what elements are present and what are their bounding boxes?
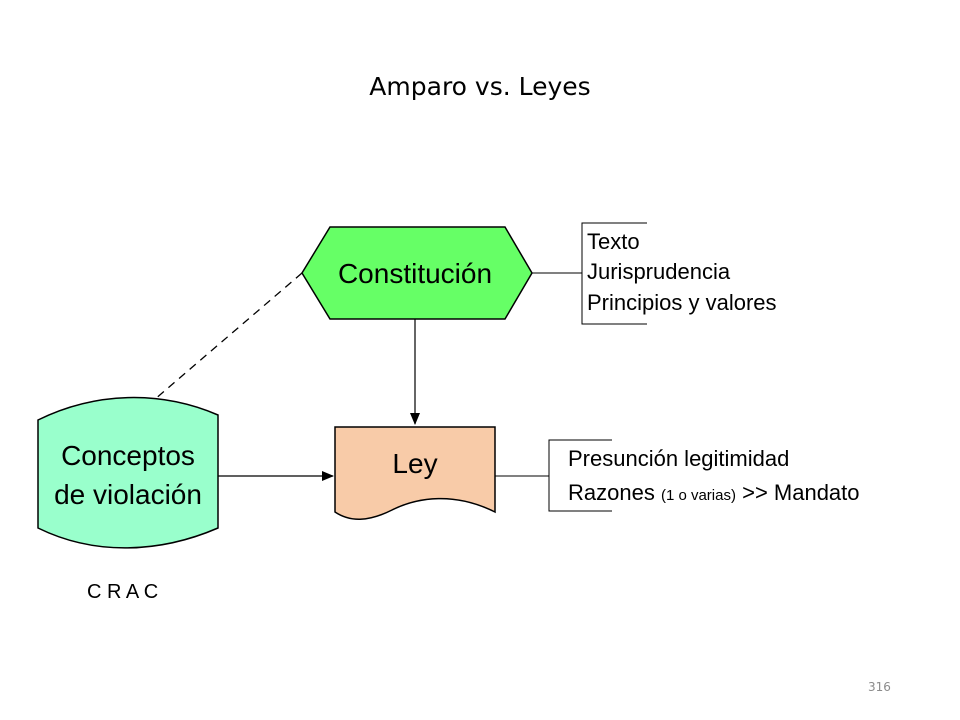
ley-node	[334, 426, 496, 520]
conceptos-label-line2: de violación	[54, 479, 202, 510]
note-principios: Principios y valores	[587, 290, 777, 315]
slide-title: Amparo vs. Leyes	[369, 72, 591, 101]
crac-label: C R A C	[87, 581, 158, 603]
page-number: 316	[868, 680, 891, 694]
conceptos-label-line1: Conceptos	[61, 440, 195, 471]
ley-notes-bracket	[548, 439, 612, 512]
constitucion-label: Constitución	[338, 258, 492, 289]
note-razones-small: (1 o varias)	[661, 487, 736, 504]
note-razones-end: >> Mandato	[736, 480, 860, 505]
constitucion-notes-bracket	[581, 222, 647, 325]
note-razones: Razones (1 o varias) >> Mandato	[568, 480, 860, 505]
ley-label: Ley	[392, 448, 437, 479]
note-jurisprudencia: Jurisprudencia	[587, 259, 731, 284]
note-presuncion: Presunción legitimidad	[568, 446, 789, 471]
note-razones-main: Razones	[568, 480, 661, 505]
note-texto: Texto	[587, 229, 640, 254]
conceptos-node	[37, 396, 219, 549]
dashed-arrow-constitucion-to-conceptos	[132, 272, 303, 419]
